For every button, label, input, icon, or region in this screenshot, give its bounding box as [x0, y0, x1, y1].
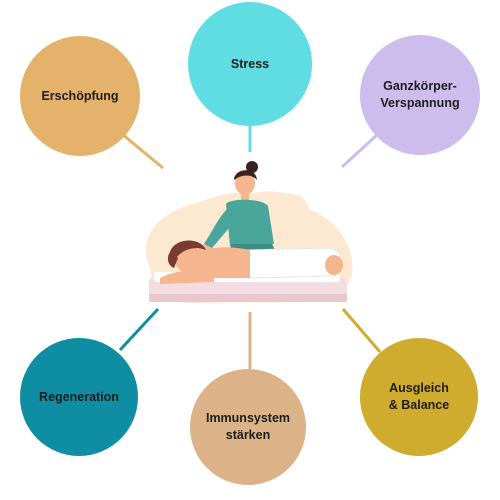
connector-erschoepfung: [121, 132, 164, 170]
node-regeneration-label: Regeneration: [39, 389, 119, 404]
node-regeneration: Regeneration: [20, 338, 138, 456]
node-ausgleich-label: Ausgleich & Balance: [388, 381, 450, 412]
client-figure: [160, 240, 343, 284]
massage-illustration: [145, 161, 353, 303]
node-erschoepfung: Erschöpfung: [20, 36, 140, 156]
node-immunsystem-label: Immunsystem stärken: [205, 411, 291, 442]
node-ganzkoerper-verspannung: Ganzkörper- Verspannung: [360, 35, 480, 155]
node-ausgleich-balance: Ausgleich & Balance: [360, 338, 478, 456]
node-erschoepfung-label: Erschöpfung: [41, 88, 119, 103]
node-ganzkoerper-label: Ganzkörper- Verspannung: [380, 79, 460, 110]
connector-regeneration: [118, 307, 160, 352]
node-stress-label: Stress: [230, 56, 270, 71]
connector-ausgleich: [341, 308, 382, 353]
node-immunsystem: Immunsystem stärken: [190, 369, 306, 485]
connector-ganzkoerper: [340, 132, 380, 169]
node-stress: Stress: [188, 2, 312, 126]
